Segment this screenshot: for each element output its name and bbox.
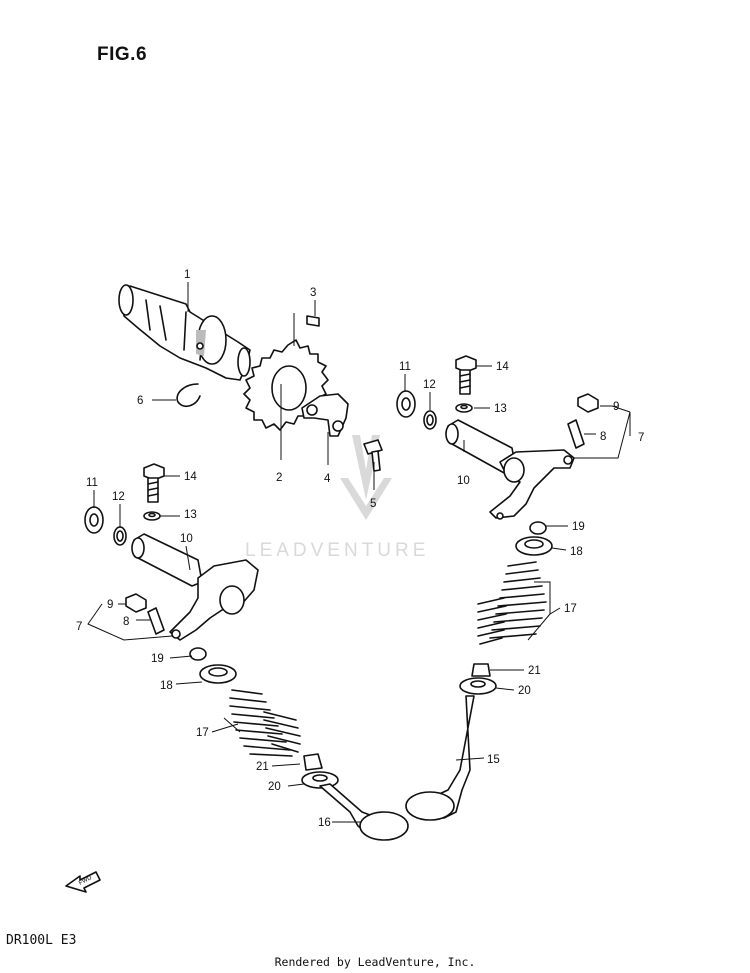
part-exhaust-valve-15 (405, 695, 475, 821)
callout-20-right: 20 (518, 685, 531, 697)
part-washer-11-left (84, 506, 104, 534)
part-tappet-19-left (189, 647, 207, 661)
part-rocker-arm-left (131, 533, 259, 641)
callout-15: 15 (487, 754, 500, 766)
callout-8-left: 8 (123, 616, 129, 628)
callout-2: 2 (276, 472, 282, 484)
callout-9-right: 9 (613, 401, 619, 413)
part-washer-13-right (455, 403, 473, 413)
callout-16: 16 (318, 817, 331, 829)
part-cotter-21-left (303, 753, 323, 771)
model-code: DR100L E3 (6, 933, 77, 948)
part-bolt-14-right (455, 355, 477, 395)
part-retainer-18-left (199, 664, 237, 684)
callout-18-left: 18 (160, 680, 173, 692)
callout-14-left: 14 (184, 471, 197, 483)
part-sprocket-bolt (363, 439, 383, 472)
callout-9-left: 9 (107, 599, 113, 611)
callout-14-right: 14 (496, 361, 509, 373)
watermark-text: LEADVENTURE (245, 540, 429, 561)
callout-17-left: 17 (196, 727, 209, 739)
part-bolt-14-left (143, 463, 165, 503)
callout-10-right: 10 (457, 475, 470, 487)
part-oring-12-right (423, 410, 437, 430)
callout-21-left: 21 (256, 761, 269, 773)
part-adjust-nut-right (577, 393, 599, 413)
part-retainer-18-right (515, 536, 553, 556)
callout-7-left: 7 (76, 621, 82, 633)
callout-17-right: 17 (564, 603, 577, 615)
part-c-clip (176, 383, 201, 408)
callout-19-right: 19 (572, 521, 585, 533)
part-washer-13-left (143, 511, 161, 521)
part-seat-20-right (459, 677, 497, 695)
callout-labels: 1 2 3 4 5 6 7 8 9 10 11 12 13 14 15 16 1… (76, 269, 644, 829)
fwd-arrow-icon: FWD (65, 871, 101, 893)
callout-8-right: 8 (600, 431, 606, 443)
callout-10-left: 10 (180, 533, 193, 545)
callout-21-right: 21 (528, 665, 541, 677)
callout-11-left: 11 (86, 477, 98, 489)
callout-18-right: 18 (570, 546, 583, 558)
part-rocker-arm-right (445, 419, 575, 520)
part-adjust-nut-left (125, 593, 147, 613)
part-washer-11-right (396, 390, 416, 418)
callout-19-left: 19 (151, 653, 164, 665)
part-adjust-screw-left (147, 607, 165, 635)
part-springs-17-left (229, 689, 301, 757)
callout-13-right: 13 (494, 403, 507, 415)
part-camshaft (118, 284, 251, 381)
footer-credit: Rendered by LeadVenture, Inc. (274, 955, 476, 969)
callout-3: 3 (310, 287, 316, 299)
callout-6: 6 (137, 395, 143, 407)
part-pin (306, 315, 320, 327)
figure-title: FIG.6 (97, 44, 148, 65)
part-oring-12-left (113, 526, 127, 546)
callout-11-right: 11 (399, 361, 411, 373)
callout-13-left: 13 (184, 509, 197, 521)
callout-5: 5 (370, 498, 376, 510)
part-adjust-screw-right (567, 419, 585, 449)
part-intake-valve-16 (319, 783, 409, 841)
leader-lines (87, 282, 631, 823)
part-springs-17-right (477, 561, 547, 645)
callout-1: 1 (184, 269, 190, 281)
part-sprocket-plate (301, 393, 349, 437)
callout-12-right: 12 (423, 379, 436, 391)
callout-7-right: 7 (638, 432, 644, 444)
callout-12-left: 12 (112, 491, 125, 503)
callout-20-left: 20 (268, 781, 281, 793)
callout-4: 4 (324, 473, 331, 485)
part-tappet-19-right (529, 521, 547, 535)
part-cotter-21-right (471, 663, 491, 677)
